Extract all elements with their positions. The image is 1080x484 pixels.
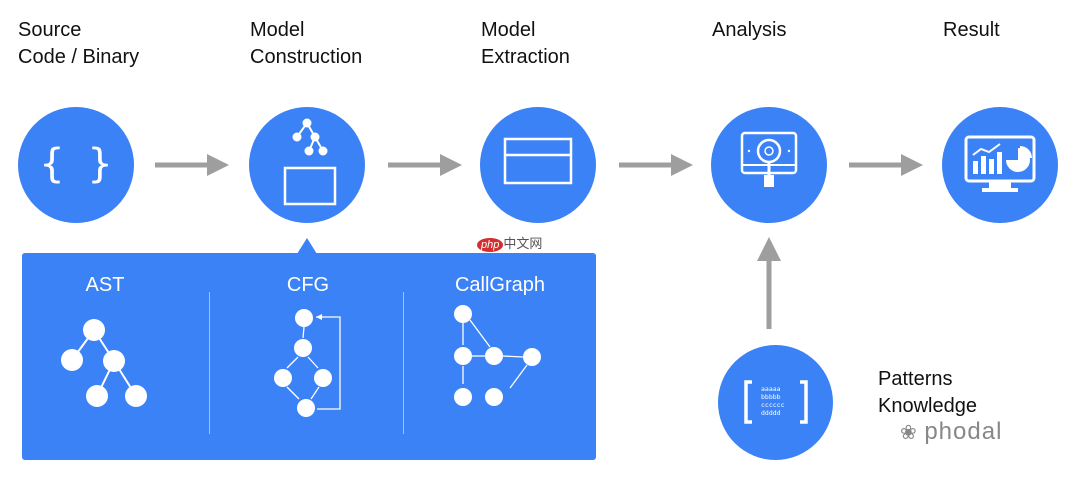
- stage-label-extraction: Model Extraction: [481, 19, 570, 68]
- flow-arrow-3: [619, 154, 693, 176]
- pattern-line-4: ddddd: [761, 409, 781, 417]
- callgraph-icon: [454, 305, 541, 406]
- dashboard-chart-icon: [964, 135, 1036, 192]
- patterns-circle: aaaaa bbbbb cccccc ddddd: [718, 345, 833, 460]
- braces-icon: { }: [40, 141, 112, 187]
- stage-circle-analysis: [711, 107, 827, 223]
- cfg-graph-icon: [274, 309, 341, 417]
- panel-title-cfg: CFG: [286, 274, 330, 296]
- tree-box-icon: [283, 118, 337, 206]
- flow-arrow-1: [155, 154, 229, 176]
- panel-title-ast: AST: [85, 274, 125, 296]
- stage-circle-result: [942, 107, 1058, 223]
- watermark-text: 中文网: [503, 236, 543, 251]
- pattern-line-3: cccccc: [761, 401, 785, 409]
- brand-text: phodal: [924, 418, 1003, 445]
- ast-tree-icon: [61, 319, 147, 407]
- panel-title-callgraph: CallGraph: [454, 274, 546, 296]
- patterns-label: Patterns Knowledge: [878, 368, 977, 417]
- brand-watermark: ❀ phodal: [900, 418, 1002, 446]
- stage-circle-source: { }: [18, 107, 134, 223]
- window-icon: [503, 137, 573, 185]
- pattern-line-1: aaaaa: [761, 385, 781, 393]
- stage-label-result: Result: [943, 19, 1000, 41]
- stage-circle-construction: [249, 107, 365, 223]
- stage-circle-extraction: [480, 107, 596, 223]
- stage-label-source: Source Code / Binary: [18, 19, 140, 68]
- panel-pointer: [297, 238, 317, 254]
- stage-label-analysis: Analysis: [712, 19, 787, 41]
- svg-text:{ }: { }: [40, 141, 112, 187]
- flow-arrow-2: [388, 154, 462, 176]
- bracket-list-icon: aaaaa bbbbb cccccc ddddd: [744, 380, 808, 424]
- pattern-line-2: bbbbb: [761, 393, 781, 401]
- stage-label-construction: Model Construction: [250, 19, 363, 68]
- monitor-search-icon: [740, 131, 798, 187]
- flow-arrow-4: [849, 154, 923, 176]
- brand-logo-icon: ❀: [900, 422, 925, 444]
- panel-divider-2: [403, 292, 404, 434]
- watermark-badge: php: [477, 238, 504, 252]
- panel-divider-1: [209, 292, 210, 434]
- patterns-arrow: [757, 237, 781, 329]
